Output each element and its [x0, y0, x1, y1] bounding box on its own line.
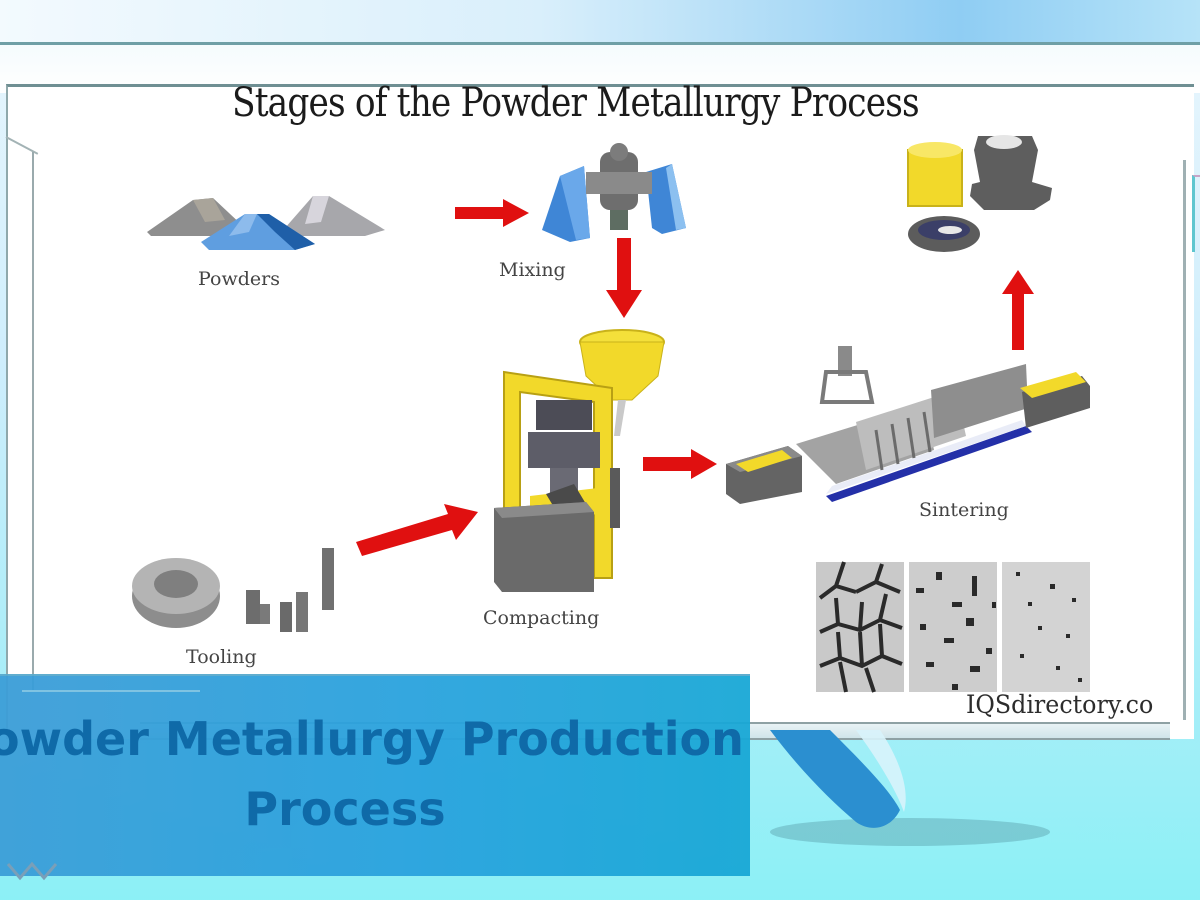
banner-title-line-2: Process — [244, 782, 446, 836]
title-banner — [0, 674, 750, 876]
stage-label-tooling: Tooling — [186, 646, 257, 668]
banner-accent-line — [22, 690, 200, 692]
green-part-entry — [736, 450, 792, 472]
chevron-decoration-icon — [6, 861, 58, 881]
background-top — [0, 0, 1200, 46]
tooling-illustration — [132, 548, 334, 632]
swoosh-decoration — [770, 730, 1050, 846]
frame-right-accent — [1192, 175, 1200, 252]
microstructure-panels — [816, 561, 1090, 693]
stage-label-powders: Powders — [198, 268, 280, 290]
watermark-source: IQSdirectory.co — [966, 690, 1154, 719]
sintering-furnace-illustration — [726, 346, 1090, 504]
powder-pile-gray-right — [285, 196, 385, 236]
arrow-up-icon — [1002, 270, 1034, 350]
frame-right-rail — [1183, 160, 1186, 720]
stage-label-compacting: Compacting — [483, 607, 600, 629]
punch-2 — [280, 602, 292, 632]
arrow-diagonal-icon — [356, 504, 478, 556]
banner-title-line-1: owder Metallurgy Production — [0, 712, 744, 766]
diagram-title: Stages of the Powder Metallurgy Process — [232, 80, 920, 126]
finished-parts-illustration — [907, 135, 1052, 252]
punch-1 — [246, 590, 260, 624]
stage-label-mixing: Mixing — [499, 259, 566, 281]
compacting-press-illustration — [494, 329, 665, 592]
arrow-right-icon — [643, 449, 717, 479]
finished-part-flange — [970, 136, 1052, 210]
mixer-illustration — [542, 143, 686, 242]
stage-label-sintering: Sintering — [919, 499, 1009, 521]
conveyor-belt — [826, 426, 1032, 502]
arrow-down-icon — [606, 238, 642, 318]
press-base — [494, 502, 594, 592]
microstructure-panel-3 — [1002, 562, 1090, 692]
powders-illustration — [147, 196, 385, 250]
punch-3 — [296, 592, 308, 632]
sintered-part-exit — [1020, 372, 1086, 398]
frame-left-rail — [32, 152, 34, 692]
arrow-right-icon — [455, 199, 529, 227]
finished-part-cylinder — [907, 149, 963, 207]
powder-pile-gray-left — [147, 198, 245, 236]
punch-4 — [322, 548, 334, 610]
